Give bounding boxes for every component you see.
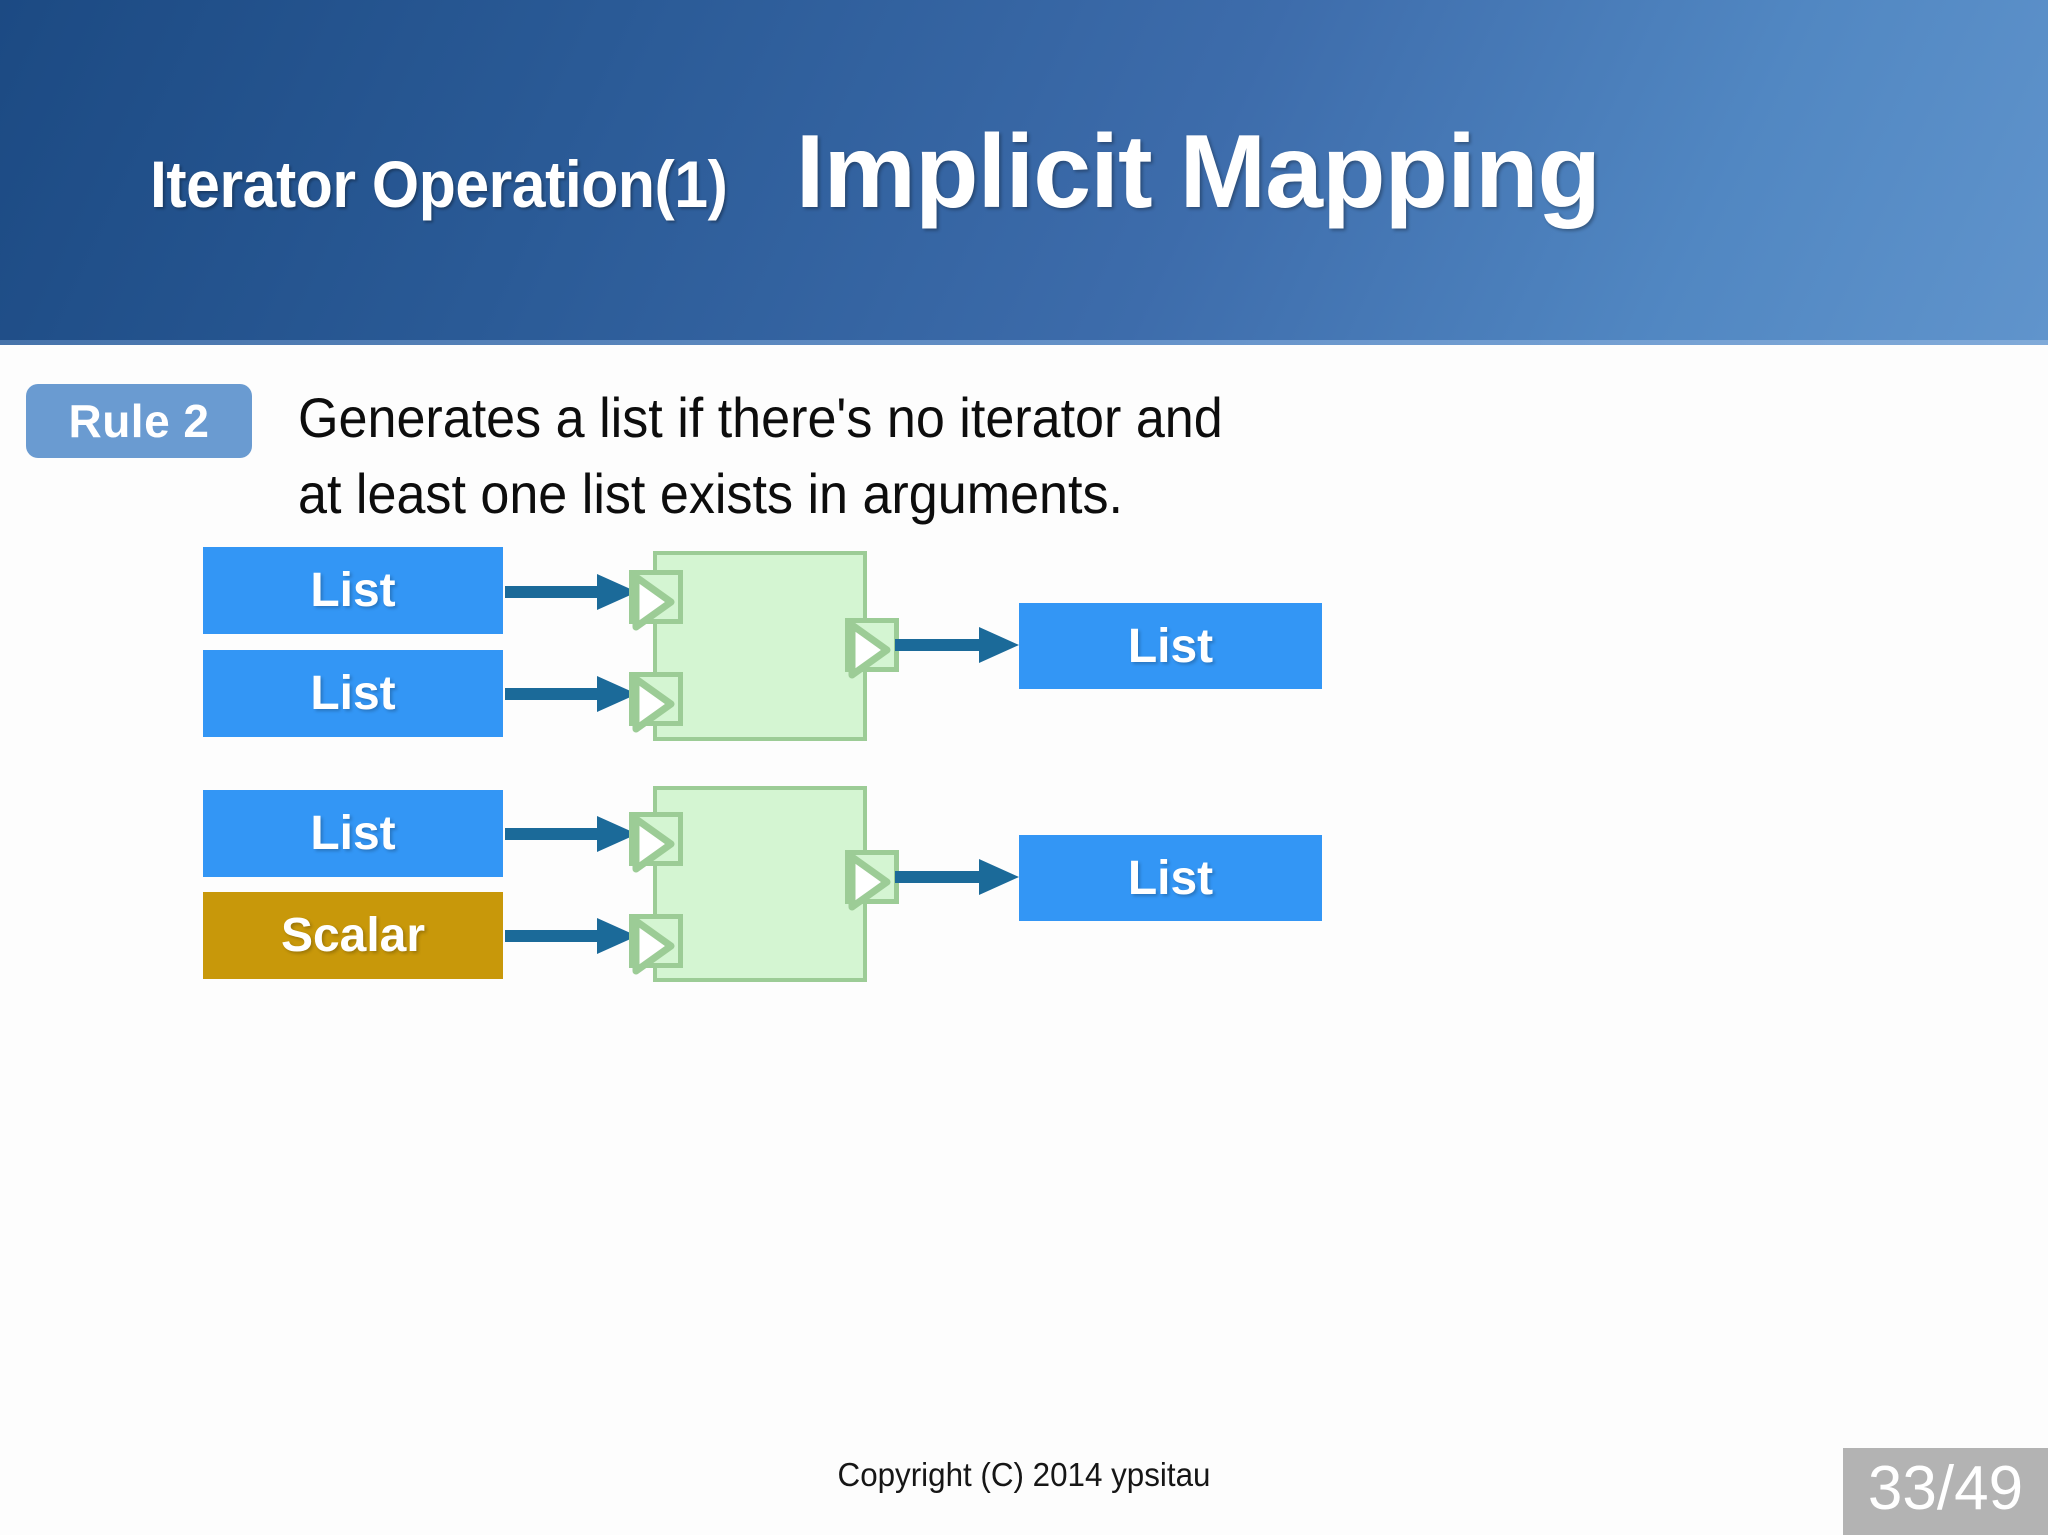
rule-description: Generates a list if there's no iterator … bbox=[298, 386, 1223, 525]
slide-header: Iterator Operation(1) Implicit Mapping bbox=[0, 0, 2048, 345]
group-1-process-box[interactable] bbox=[653, 551, 867, 741]
copyright-text: Copyright (C) 2014 ypsitau bbox=[837, 1456, 1211, 1493]
group-1-output-box[interactable]: List bbox=[1019, 603, 1322, 689]
group-2-input-0-arrow bbox=[505, 816, 637, 852]
group-1-input-port-1[interactable] bbox=[629, 672, 683, 733]
group-1-input-1-box[interactable]: List bbox=[203, 650, 503, 737]
group-1-output-arrow bbox=[895, 627, 1019, 663]
title-line: Iterator Operation(1) Implicit Mapping bbox=[150, 113, 1601, 232]
title-prefix: Iterator Operation(1) bbox=[150, 147, 728, 221]
group-2-input-1-box[interactable]: Scalar bbox=[203, 892, 503, 979]
group-2-process-box[interactable] bbox=[653, 786, 867, 982]
title-main: Implicit Mapping bbox=[795, 114, 1601, 230]
slide-title: Iterator Operation(1) Implicit Mapping bbox=[0, 0, 2048, 345]
header-underline bbox=[0, 340, 2048, 345]
group-1-input-0-arrow bbox=[505, 574, 637, 610]
group-1-input-port-0[interactable] bbox=[629, 570, 683, 631]
group-2-input-0-box[interactable]: List bbox=[203, 790, 503, 877]
group-1-input-0-box[interactable]: List bbox=[203, 547, 503, 634]
group-2-output-box[interactable]: List bbox=[1019, 835, 1322, 921]
group-1-input-1-arrow bbox=[505, 676, 637, 712]
group-2-input-port-0[interactable] bbox=[629, 812, 683, 873]
rule-row: Rule 2 Generates a list if there's no it… bbox=[26, 380, 1826, 531]
group-2-output-arrow bbox=[895, 859, 1019, 895]
group-2-input-1-arrow bbox=[505, 918, 637, 954]
rule-badge: Rule 2 bbox=[26, 384, 252, 458]
group-2-input-port-1[interactable] bbox=[629, 914, 683, 975]
group-1-output-port-0[interactable] bbox=[845, 618, 899, 679]
page-number-badge: 33/49 bbox=[1843, 1448, 2048, 1535]
group-2-output-port-0[interactable] bbox=[845, 850, 899, 911]
